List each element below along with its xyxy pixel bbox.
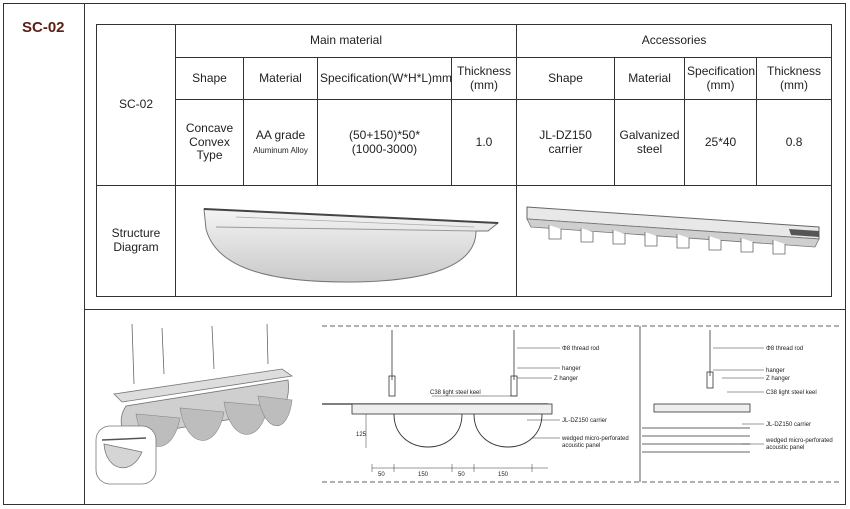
main-material-header: Main material (174, 24, 518, 58)
label-c38-keel: C38 light steel keel (430, 390, 481, 396)
label-z-hanger: Z hanger (554, 376, 578, 382)
label-carrier: JL-DZ150 carrier (562, 418, 607, 424)
concave-panel-illustration (203, 207, 500, 283)
val-acc-thickness: 0.8 (756, 99, 833, 186)
section-drawing: 50 150 50 150 125 Φ8 thread rod hanger Z… (322, 325, 842, 483)
col-thickness: Thickness(mm) (450, 57, 518, 100)
product-code: SC-02 (22, 19, 65, 36)
label-c38-keel-r: C38 light steel keel (766, 390, 817, 396)
dim-150-a: 150 (418, 472, 429, 478)
label-hanger-r: hanger (766, 368, 785, 374)
col-acc-shape: Shape (516, 57, 616, 100)
label-panel-line1: wedged micro-perforated (561, 436, 629, 442)
col-specification: Specification(W*H*L)mm (317, 57, 452, 100)
label-z-hanger-r: Z hanger (766, 376, 790, 382)
spec-table: SC-02 Main material Accessories Shape Ma… (96, 24, 833, 297)
accessories-header: Accessories (516, 24, 833, 58)
label-carrier-r: JL-DZ150 carrier (766, 422, 811, 428)
dim-50-a: 50 (378, 472, 385, 478)
carrier-image-cell (516, 185, 833, 297)
label-hanger: hanger (562, 366, 581, 372)
col-material: Material (243, 57, 318, 100)
dim-50-b: 50 (458, 472, 465, 478)
label-thread-rod: Φ8 thread rod (562, 346, 599, 352)
ceiling-3d-illustration (95, 323, 294, 485)
val-thickness: 1.0 (450, 99, 518, 186)
col-acc-spec: Specification(mm) (684, 57, 758, 100)
label-panel-line2-r: acoustic panel (766, 445, 804, 451)
val-acc-spec: 25*40 (684, 99, 758, 186)
label-panel-line2: acoustic panel (562, 443, 600, 449)
left-column-divider (84, 3, 85, 505)
page-frame (3, 3, 846, 505)
dim-125: 125 (356, 432, 367, 438)
col-acc-material: Material (614, 57, 686, 100)
carrier-illustration (526, 206, 820, 254)
val-spec: (50+150)*50*(1000-3000) (317, 99, 452, 186)
section-divider (84, 309, 846, 310)
panel-image-cell (174, 185, 518, 297)
col-shape: Shape (175, 57, 244, 100)
label-thread-rod-r: Φ8 thread rod (766, 346, 803, 352)
col-acc-thickness: Thickness(mm) (756, 57, 833, 100)
label-panel-line1-r: wedged micro-perforated (765, 438, 833, 444)
dim-150-b: 150 (498, 472, 509, 478)
row-label: SC-02 (96, 24, 176, 186)
